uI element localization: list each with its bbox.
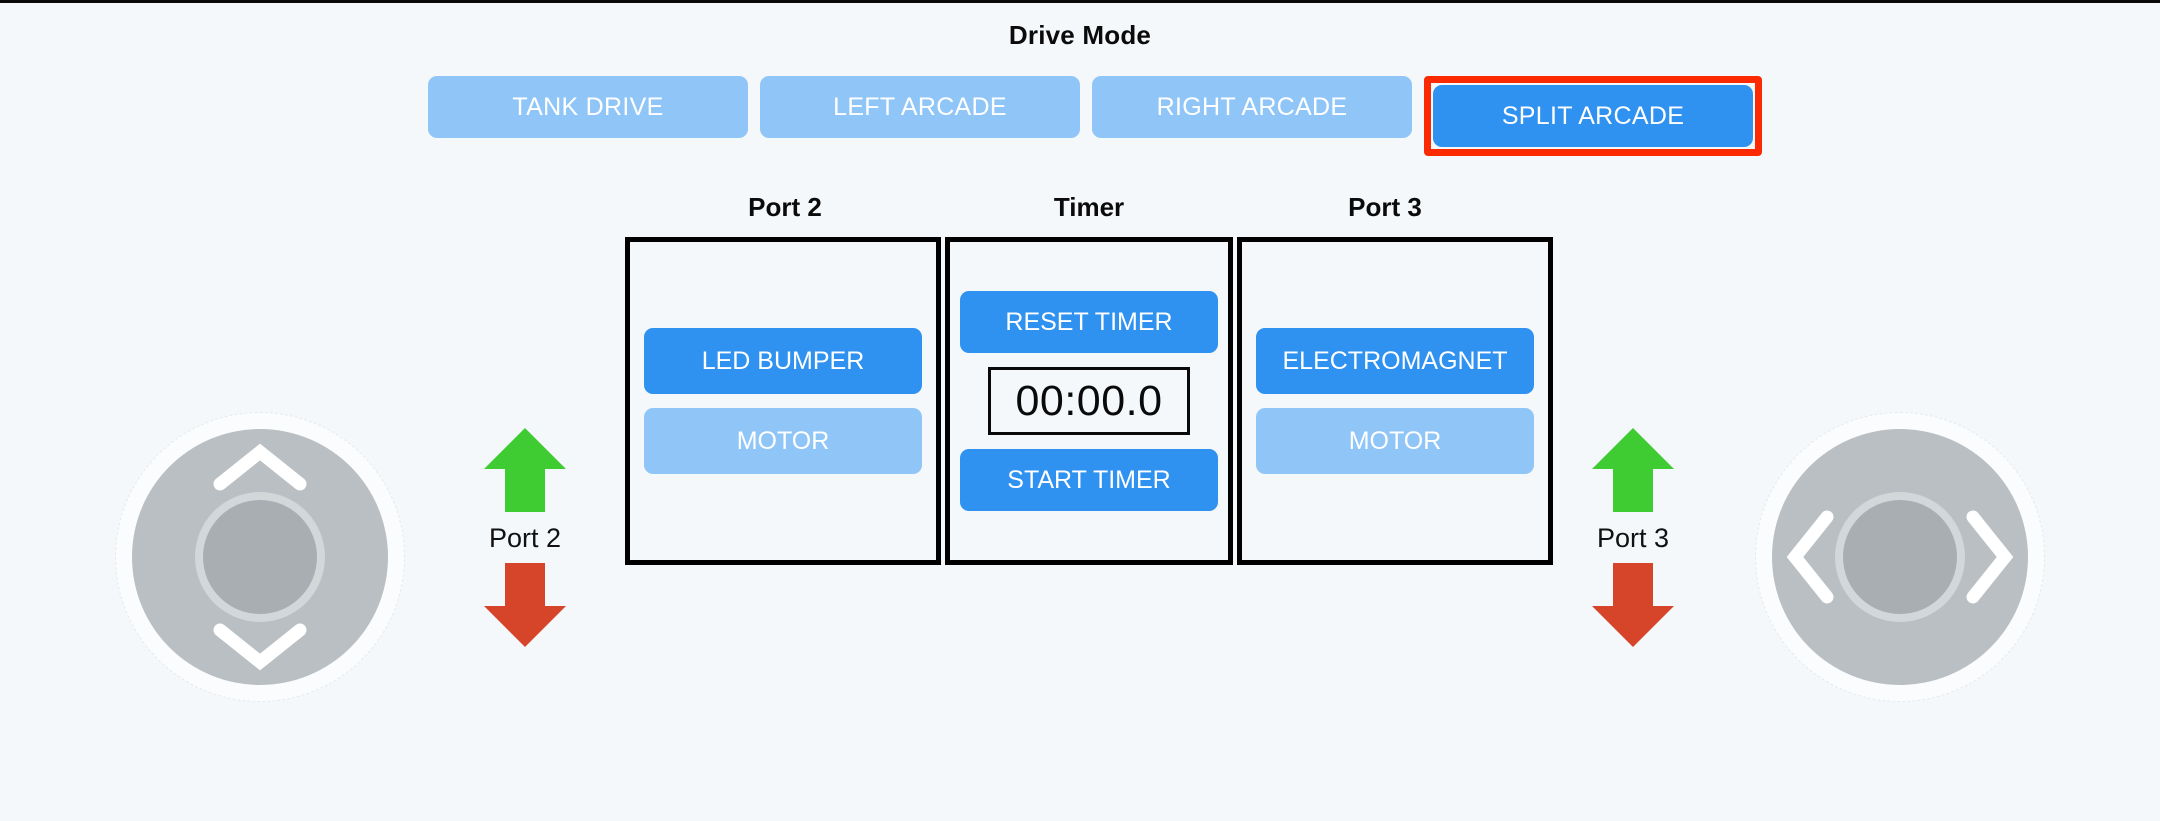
panel-label-port3: Port 3	[1348, 192, 1422, 222]
control-panel-group: LED BUMPER MOTOR RESET TIMER 00:00.0 STA…	[625, 237, 1553, 565]
joystick-left[interactable]	[115, 412, 405, 702]
arrow-label-port2: Port 2	[488, 523, 562, 553]
arrow-down-icon[interactable]	[1589, 560, 1677, 650]
mode-option-left-arcade-wrap: LEFT ARCADE	[760, 76, 1080, 138]
arrow-up-icon[interactable]	[481, 425, 569, 515]
arrow-control-port2: Port 2	[455, 425, 595, 650]
chevron-down-icon	[213, 623, 307, 671]
arrow-down-icon[interactable]	[481, 560, 569, 650]
panel-port3: ELECTROMAGNET MOTOR	[1237, 237, 1553, 565]
drive-mode-button-row: TANK DRIVE LEFT ARCADE RIGHT ARCADE SPLI…	[428, 76, 1762, 156]
arrow-up-icon[interactable]	[1589, 425, 1677, 515]
mode-button-right-arcade[interactable]: RIGHT ARCADE	[1092, 76, 1412, 138]
joystick-right[interactable]	[1755, 412, 2045, 702]
port3-button-motor[interactable]: MOTOR	[1256, 408, 1534, 474]
panel-label-timer: Timer	[1053, 192, 1125, 222]
port2-button-led-bumper[interactable]: LED BUMPER	[644, 328, 922, 394]
mode-option-split-arcade-wrap: SPLIT ARCADE	[1424, 76, 1762, 156]
port3-button-electromagnet[interactable]: ELECTROMAGNET	[1256, 328, 1534, 394]
top-divider-rule	[0, 0, 2160, 3]
chevron-left-icon	[1786, 510, 1834, 604]
mode-button-split-arcade[interactable]: SPLIT ARCADE	[1433, 85, 1753, 147]
mode-button-left-arcade[interactable]: LEFT ARCADE	[760, 76, 1080, 138]
arrow-label-port3: Port 3	[1596, 523, 1670, 553]
joystick-right-knob[interactable]	[1843, 500, 1957, 614]
panel-label-port2: Port 2	[748, 192, 822, 222]
timer-display: 00:00.0	[988, 367, 1190, 435]
joystick-left-knob[interactable]	[203, 500, 317, 614]
start-timer-button[interactable]: START TIMER	[960, 449, 1218, 511]
chevron-right-icon	[1966, 510, 2014, 604]
port2-button-motor[interactable]: MOTOR	[644, 408, 922, 474]
mode-option-right-arcade-wrap: RIGHT ARCADE	[1092, 76, 1412, 138]
panel-port2: LED BUMPER MOTOR	[625, 237, 941, 565]
mode-option-tank-drive-wrap: TANK DRIVE	[428, 76, 748, 138]
chevron-up-icon	[213, 443, 307, 491]
mode-button-tank-drive[interactable]: TANK DRIVE	[428, 76, 748, 138]
arrow-control-port3: Port 3	[1563, 425, 1703, 650]
panel-timer: RESET TIMER 00:00.0 START TIMER	[945, 237, 1233, 565]
reset-timer-button[interactable]: RESET TIMER	[960, 291, 1218, 353]
panel-label-row: Port 2 Timer Port 3	[625, 192, 1537, 223]
drive-mode-title: Drive Mode	[1008, 20, 1152, 50]
